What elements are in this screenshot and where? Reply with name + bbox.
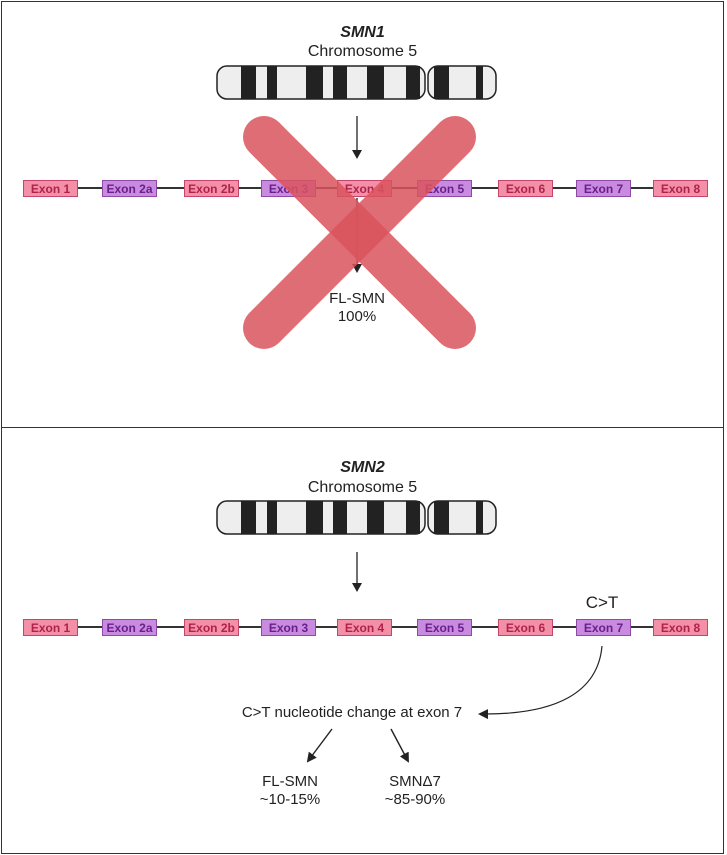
product-percent-smn1: 100% (337, 308, 377, 325)
exon-box-7: Exon 6 (498, 619, 553, 636)
smn1-drawing (78, 65, 653, 273)
arrow-to-smn-delta7 (390, 728, 409, 763)
mutation-label: C>T (585, 593, 619, 612)
exon-box-9: Exon 8 (653, 180, 708, 197)
exon-box-7: Exon 6 (498, 180, 553, 197)
product-fl-smn-percent: ~10-15% (259, 791, 321, 808)
exon-box-3: Exon 2b (184, 180, 239, 197)
chromosome-label-smn2: Chromosome 5 (307, 479, 418, 496)
product-fl-smn-name: FL-SMN (262, 773, 318, 790)
curved-arrow-exon7-to-note (478, 645, 603, 720)
gene-title-smn2: SMN2 (340, 459, 385, 476)
arrow-chromosome-to-gene-smn2 (352, 552, 362, 592)
exon-box-6: Exon 5 (417, 619, 472, 636)
exon-box-2: Exon 2a (102, 619, 157, 636)
exon-box-1: Exon 1 (23, 180, 78, 197)
product-name-smn1: FL-SMN (329, 290, 385, 307)
arrow-chromosome-to-gene-smn1 (352, 116, 362, 159)
exon-box-1: Exon 1 (23, 619, 78, 636)
smn2-panel: SMN2 Chromosome 5 (1, 427, 724, 854)
exon-box-2: Exon 2a (102, 180, 157, 197)
exon-box-9: Exon 8 (653, 619, 708, 636)
gene-title-smn1: SMN1 (340, 24, 385, 41)
smn2-drawing (78, 500, 653, 763)
chromosome-5-ideogram-smn2 (216, 500, 497, 535)
arrow-to-fl-smn (306, 728, 333, 763)
exon-box-4: Exon 3 (261, 619, 316, 636)
exon-box-8: Exon 7 (576, 619, 631, 636)
chromosome-label-smn1: Chromosome 5 (307, 43, 418, 60)
product-smn-delta7-percent: ~85-90% (384, 791, 446, 808)
exon-box-8: Exon 7 (576, 180, 631, 197)
nucleotide-change-note: C>T nucleotide change at exon 7 (241, 704, 463, 721)
chromosome-5-ideogram-smn1 (216, 65, 497, 100)
exon-box-5: Exon 4 (337, 619, 392, 636)
product-smn-delta7-name: SMNΔ7 (389, 773, 441, 790)
exon-box-3: Exon 2b (184, 619, 239, 636)
red-cross-mark (243, 116, 476, 349)
